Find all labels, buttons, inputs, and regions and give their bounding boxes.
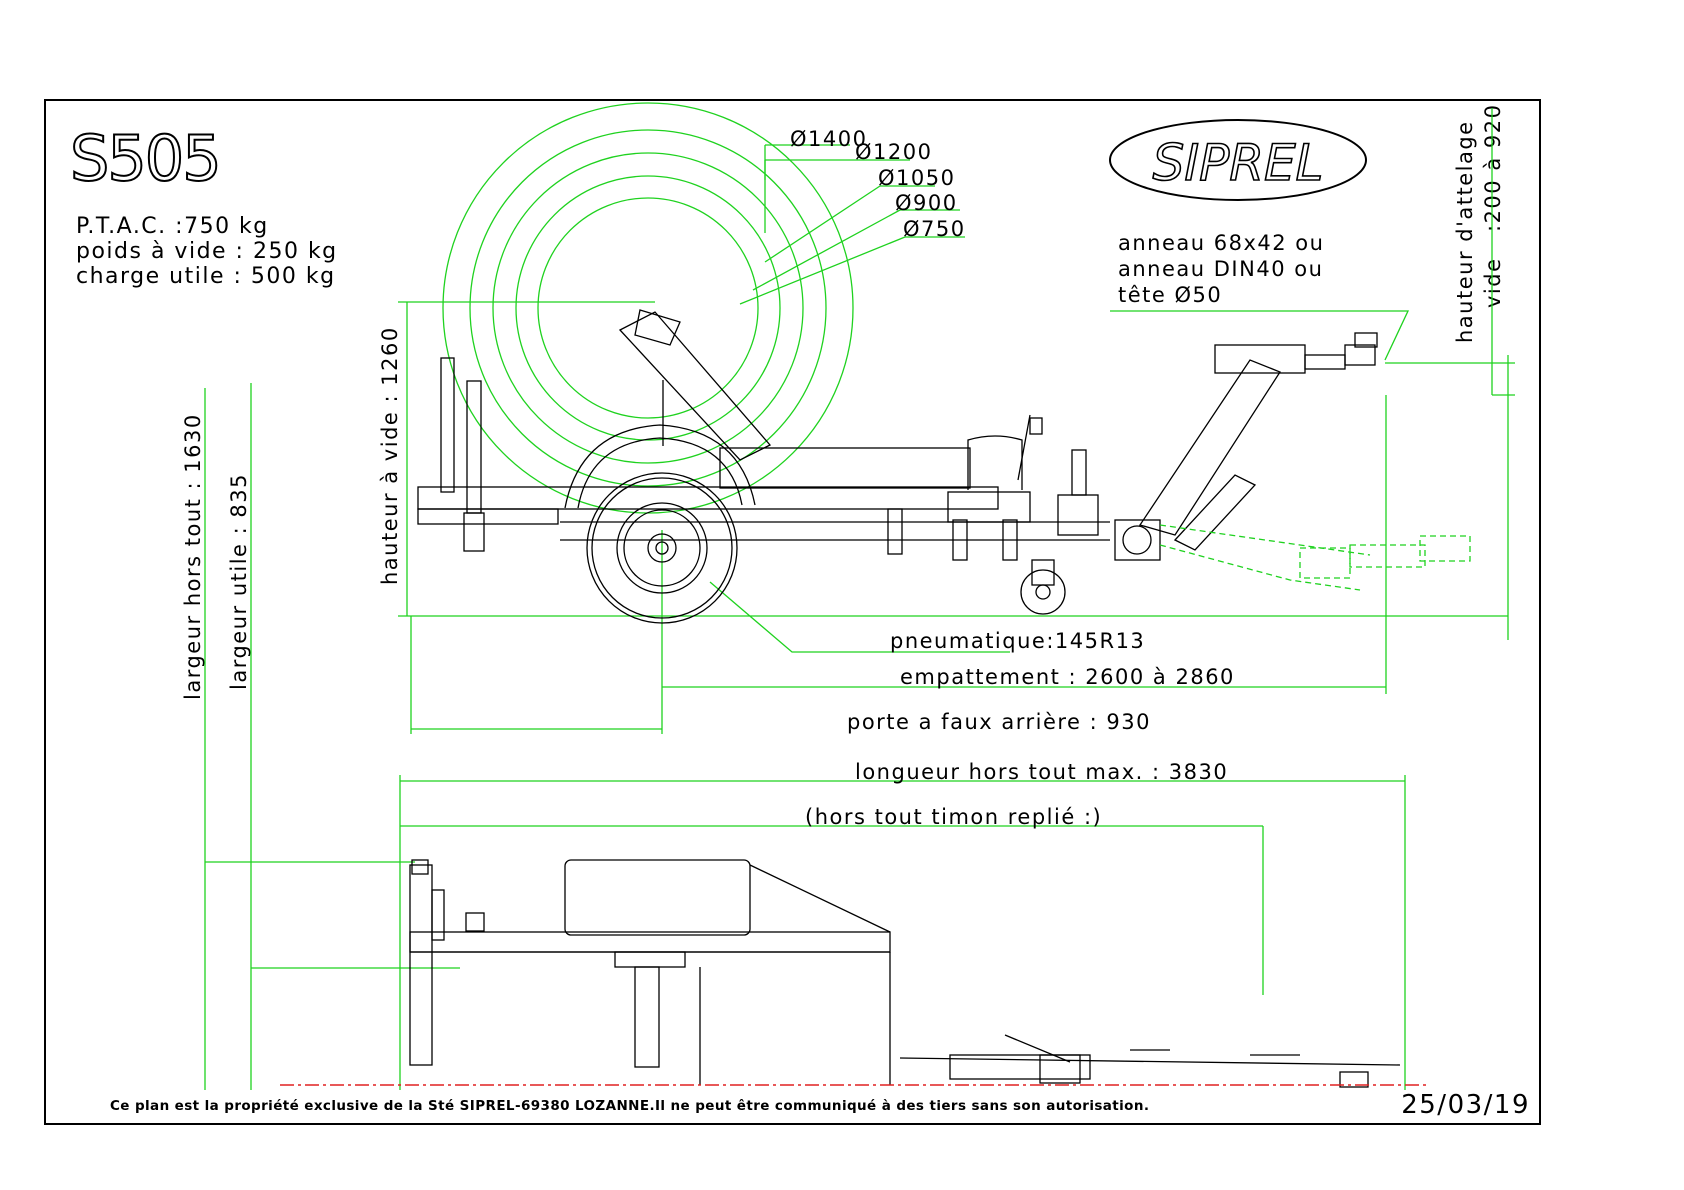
coupling-line1: anneau 68x42 ou	[1118, 231, 1324, 255]
model-title: S505	[70, 122, 220, 195]
diameter-900: Ø900	[895, 191, 958, 215]
spec-ptac: P.T.A.C. :750 kg	[76, 214, 269, 239]
trailer-side-view	[417, 309, 1378, 615]
diameter-1050: Ø1050	[878, 166, 955, 190]
spec-poids-vide: poids à vide : 250 kg	[76, 239, 338, 264]
brand-name: SIPREL	[1153, 134, 1324, 192]
footer-notice: Ce plan est la propriété exclusive de la…	[110, 1098, 1149, 1114]
label-porte-a-faux: porte a faux arrière : 930	[847, 710, 1151, 734]
coupling-line2: anneau DIN40 ou	[1118, 257, 1323, 281]
label-longueur: longueur hors tout max. : 3830	[855, 760, 1228, 784]
label-hauteur-vide: hauteur à vide : 1260	[378, 326, 402, 585]
coupling-leader	[1110, 310, 1410, 361]
label-empattement: empattement : 2600 à 2860	[900, 665, 1235, 689]
diameter-750: Ø750	[903, 217, 966, 241]
label-attelage-range: :200 à 920	[1481, 104, 1505, 232]
label-largeur-hors-tout: largeur hors tout : 1630	[181, 413, 205, 700]
wheel	[586, 472, 738, 624]
label-largeur-utile: largeur utile : 835	[227, 473, 251, 690]
dimension-lines	[204, 108, 1515, 1090]
trailer-top-view	[409, 859, 1401, 1088]
label-pneumatique: pneumatique:145R13	[890, 629, 1145, 653]
drawbar-alternate-position	[1159, 524, 1471, 591]
spec-charge-utile: charge utile : 500 kg	[76, 264, 336, 289]
coupling-line3: tête Ø50	[1118, 283, 1222, 307]
siprel-logo: SIPREL	[1109, 119, 1367, 201]
label-hauteur-attelage: hauteur d'attelage	[1453, 120, 1477, 343]
label-vide: vide	[1481, 257, 1505, 308]
sheet-frame	[44, 99, 1541, 1125]
diameter-1400: Ø1400	[790, 127, 867, 151]
footer-date: 25/03/19	[1401, 1090, 1530, 1120]
label-timon-replie: (hors tout timon replié :)	[805, 805, 1102, 829]
drum-circles	[442, 102, 965, 514]
diameter-1200: Ø1200	[855, 140, 932, 164]
